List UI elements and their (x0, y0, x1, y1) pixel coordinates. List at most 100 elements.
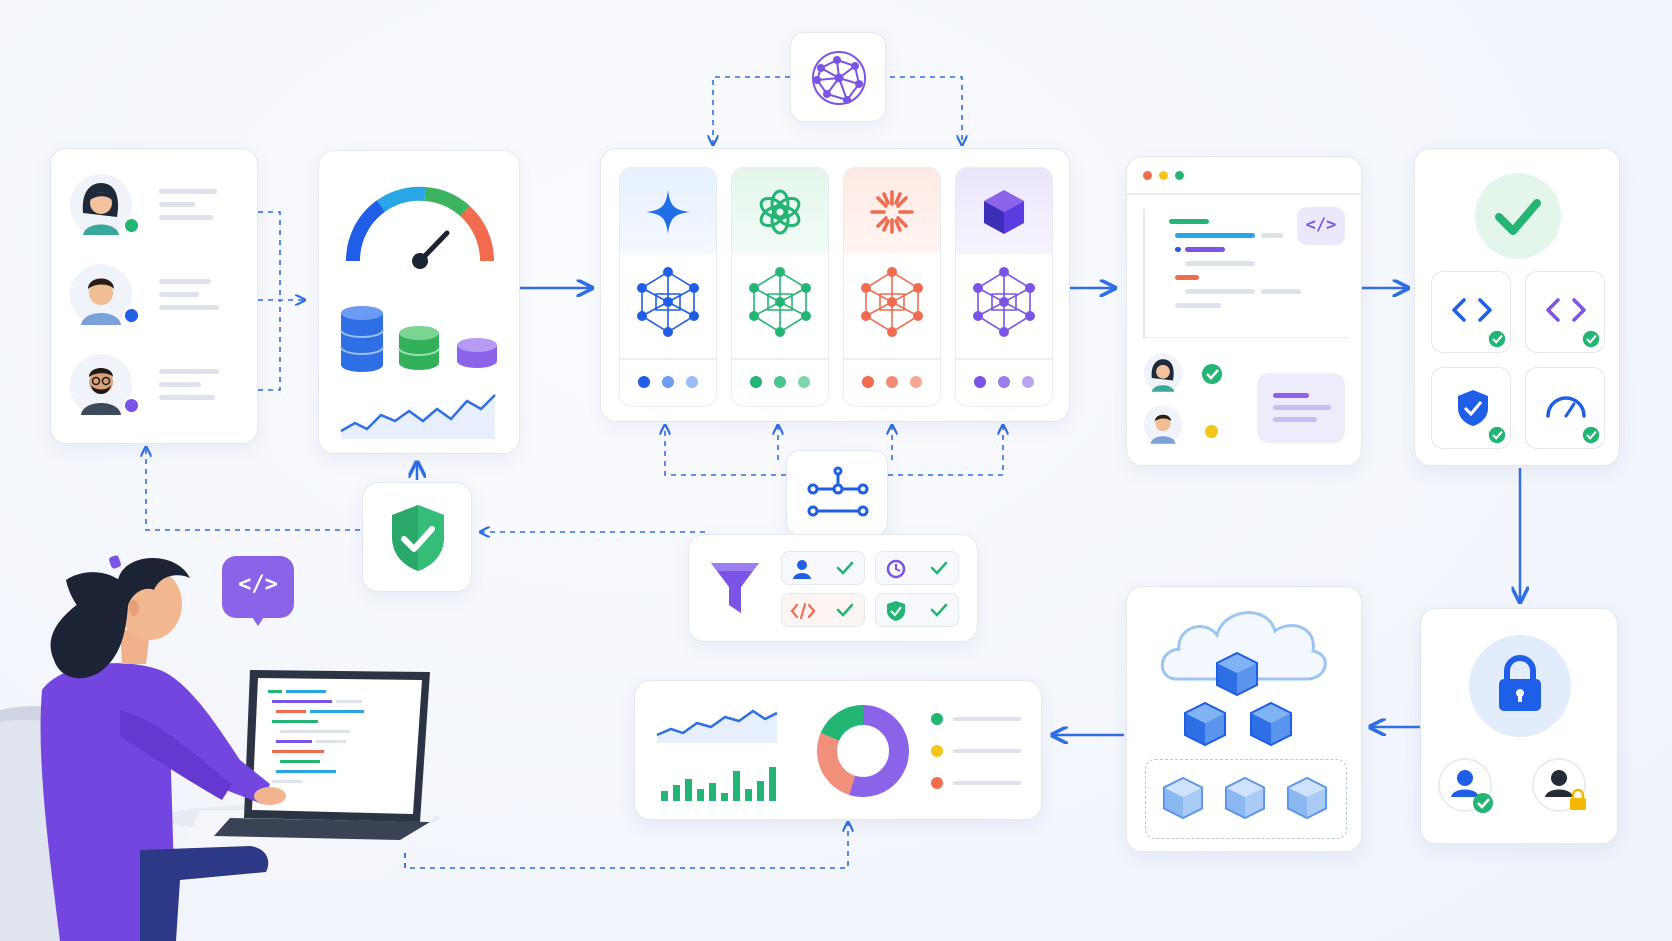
cube-icon (1162, 776, 1204, 820)
filter-shield-item[interactable] (875, 593, 959, 627)
validation-panel (1414, 148, 1620, 466)
legend-dot-green (931, 713, 943, 725)
router-node[interactable] (786, 450, 888, 536)
dashed-dev-to-analytics (404, 822, 848, 869)
code-bubble: </> (222, 556, 294, 626)
filter-code-item[interactable] (781, 593, 865, 627)
dashed-router-col1 (665, 425, 786, 476)
user-row[interactable] (65, 171, 245, 241)
window-dot-red (1143, 171, 1152, 180)
indicator-dot (798, 376, 810, 388)
cube-icon (1183, 701, 1227, 747)
analytics-panel (634, 680, 1042, 820)
big-check-icon (1475, 173, 1561, 259)
funnel-icon (709, 559, 761, 619)
pending-dot (1205, 425, 1218, 438)
code-review-panel: </> (1126, 156, 1363, 466)
indicator-dot (974, 376, 986, 388)
shield-check-icon (388, 503, 448, 573)
line-chart-icon (339, 391, 499, 439)
dashed-shield-to-users (146, 447, 360, 531)
dashed-top-right (890, 76, 962, 145)
man-avatar (69, 263, 133, 327)
neural-network-icon (807, 46, 871, 110)
sparkle-icon (644, 188, 692, 236)
indicator-dot (998, 376, 1010, 388)
model-column[interactable] (955, 167, 1053, 407)
indicator-dot (886, 376, 898, 388)
user-row[interactable] (65, 261, 245, 331)
model-column[interactable] (731, 167, 829, 407)
cloud-panel (1126, 586, 1362, 852)
indicator-dot (910, 376, 922, 388)
code-check-icon (1452, 296, 1492, 324)
status-dot (123, 307, 140, 324)
users-panel (50, 148, 258, 444)
woman-avatar (69, 173, 133, 237)
user-icon (792, 559, 812, 579)
check-icon (1582, 330, 1600, 348)
network-node-icon (746, 267, 814, 337)
text-line (159, 279, 211, 284)
text-line (159, 369, 219, 374)
shield-node[interactable] (362, 482, 472, 592)
check-icon (1582, 426, 1600, 444)
status-dot (123, 397, 140, 414)
text-line (159, 215, 213, 220)
indicator-dot (774, 376, 786, 388)
shield-check-tile[interactable] (1431, 367, 1511, 449)
network-node-icon (970, 267, 1038, 337)
cube-cluster[interactable] (1145, 759, 1347, 839)
bearded-man-avatar (69, 353, 133, 417)
text-line (159, 202, 195, 207)
speedometer-check-icon (1544, 390, 1588, 420)
dashed-router-col4 (888, 425, 1003, 476)
shield-check-icon (1456, 388, 1490, 428)
donut-chart-icon (815, 703, 911, 799)
code-icon (790, 602, 816, 620)
legend-line (953, 781, 1021, 785)
legend-dot-yellow (931, 745, 943, 757)
gauge-icon (341, 175, 499, 270)
lock-icon (1469, 635, 1571, 737)
window-dot-green (1175, 171, 1184, 180)
filter-user-item[interactable] (781, 551, 865, 585)
filter-time-item[interactable] (875, 551, 959, 585)
code-editor[interactable] (1143, 209, 1349, 338)
code-check-tile[interactable] (1525, 271, 1605, 353)
cloud-icon (1157, 603, 1327, 683)
shield-icon (886, 600, 906, 622)
check-icon (836, 602, 854, 618)
user-lock-icon (1532, 758, 1589, 815)
clock-icon (886, 559, 906, 579)
text-line (159, 305, 219, 310)
resources-panel (318, 150, 520, 454)
speed-check-tile[interactable] (1525, 367, 1605, 449)
model-column[interactable] (619, 167, 717, 407)
indicator-dot (638, 376, 650, 388)
dashed-top-left (713, 76, 790, 145)
user-row[interactable] (65, 351, 245, 421)
legend-dot-red (931, 777, 943, 789)
check-icon (1201, 363, 1223, 385)
openai-knot-icon (756, 188, 804, 236)
woman-avatar (1143, 353, 1183, 393)
check-icon (930, 560, 948, 576)
check-icon (930, 602, 948, 618)
network-node-icon (634, 267, 702, 337)
neural-network-node[interactable] (790, 32, 886, 122)
cube-icon (1215, 651, 1259, 697)
indicator-dot (862, 376, 874, 388)
legend-line (953, 749, 1021, 753)
comment-card[interactable] (1257, 373, 1345, 443)
database-icon (339, 305, 509, 375)
code-badge[interactable]: </> (1297, 207, 1345, 245)
router-icon (807, 466, 869, 521)
security-panel (1420, 608, 1618, 844)
code-check-tile[interactable] (1431, 271, 1511, 353)
text-line (159, 292, 199, 297)
cube-icon (982, 188, 1026, 236)
models-panel (600, 148, 1070, 422)
man-avatar (1143, 405, 1183, 445)
model-column[interactable] (843, 167, 941, 407)
